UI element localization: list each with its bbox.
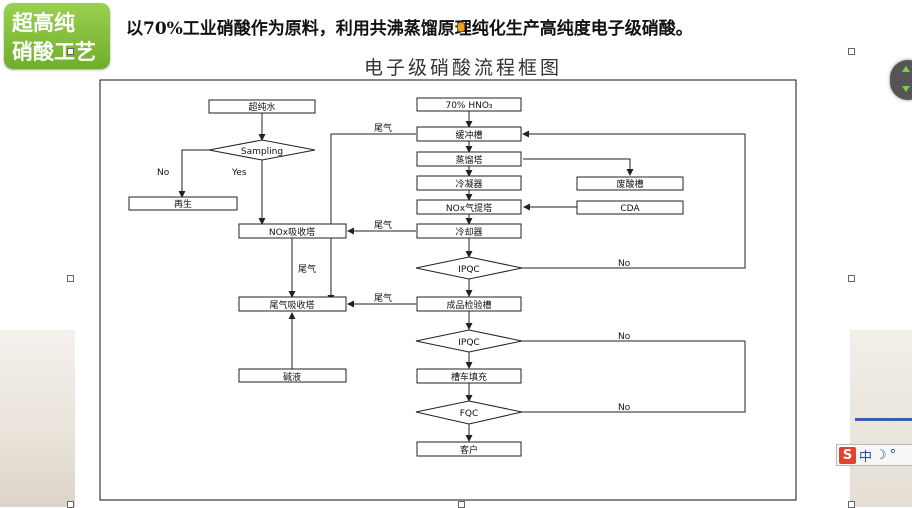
box-cooler (416, 223, 522, 239)
box-waste-tank (576, 176, 684, 191)
box-buffer (416, 126, 522, 142)
box-hno3 (416, 97, 522, 112)
box-alkali (238, 368, 347, 383)
edge-label-yes: Yes (231, 168, 247, 178)
label-cooler: 冷却器 (455, 226, 482, 238)
label-customer: 客户 (460, 444, 478, 456)
background-stripe (855, 418, 912, 421)
edge-label-tailgas-1: 尾气 (374, 122, 392, 134)
box-tail-abs (238, 296, 347, 312)
edge-sampling-no (178, 149, 210, 198)
moon-icon[interactable]: ☽ (875, 447, 887, 463)
label-sampling: Sampling (241, 147, 283, 157)
diagram-title: 电子级硝酸流程框图 (364, 57, 562, 79)
ime-lang-toggle[interactable]: 中 (859, 449, 873, 465)
label-waste-tank: 废酸槽 (616, 178, 643, 190)
diamond-sampling (208, 139, 316, 161)
edge-label-no-sampling: No (157, 168, 170, 178)
edge-distill-waste (523, 158, 634, 176)
diamond-ipqc2 (415, 329, 523, 353)
label-nox-abs: NOx吸收塔 (269, 226, 315, 238)
nav-down-icon[interactable] (902, 86, 910, 92)
badge-line-1: 超高纯 (12, 10, 75, 35)
edge-label-tailgas-4: 尾气 (374, 292, 392, 304)
punctuation-icon[interactable]: ° (889, 447, 897, 463)
background-left-photo (0, 330, 75, 507)
edge-label-tailgas-2: 尾气 (374, 219, 392, 231)
section-badge: 超高纯 硝酸工艺 (4, 3, 110, 69)
edge-label-no-3: No (618, 403, 631, 413)
box-condense (416, 175, 522, 191)
label-ipqc2: IPQC (458, 338, 479, 348)
label-stripper: NOx气提塔 (446, 202, 492, 214)
nav-up-icon[interactable] (902, 66, 910, 72)
box-nox-abs (238, 223, 347, 239)
label-filling: 槽车填充 (451, 371, 487, 383)
label-fqc: FQC (460, 409, 479, 419)
label-ipqc1: IPQC (458, 265, 479, 275)
diamond-fqc (415, 400, 523, 425)
slide-navigator[interactable] (890, 60, 912, 100)
rotate-handle[interactable] (457, 22, 465, 32)
diagram-frame (99, 79, 797, 501)
box-stripper (416, 199, 522, 215)
box-cda (576, 200, 684, 215)
badge-line-2: 硝酸工艺 (12, 39, 96, 64)
diamond-ipqc1 (415, 256, 523, 280)
edge-label-tailgas-3: 尾气 (298, 263, 316, 275)
edge-ipqc1-no (522, 130, 746, 269)
box-distill (416, 151, 522, 167)
sogou-logo-icon: S (839, 446, 856, 464)
resize-handle-ml[interactable] (67, 275, 74, 282)
label-condense: 冷凝器 (455, 178, 482, 190)
label-cda: CDA (620, 204, 640, 214)
label-product-tank: 成品检验槽 (446, 299, 491, 311)
label-alkali: 碱液 (283, 371, 301, 383)
edge-buffer-tailgas (327, 133, 416, 302)
box-filling (416, 368, 522, 384)
label-distill: 蒸馏塔 (455, 154, 482, 166)
box-product-tank (416, 296, 522, 312)
label-tail-abs: 尾气吸收塔 (269, 299, 314, 311)
edge-fqc-no (522, 341, 746, 413)
label-ultrapure: 超纯水 (248, 101, 275, 113)
slide-headline: 以70%工业硝酸作为原料，利用共沸蒸馏原理纯化生产高纯度电子级硝酸。 (126, 19, 693, 39)
label-hno3: 70% HNO₃ (445, 101, 492, 111)
box-customer (416, 441, 522, 457)
resize-handle-tl[interactable] (67, 48, 74, 55)
edge-label-no-2: No (618, 332, 631, 342)
resize-handle-tr[interactable] (848, 48, 855, 55)
label-regen: 再生 (174, 198, 192, 210)
box-ultrapure (208, 99, 316, 114)
box-regen (128, 196, 238, 211)
label-buffer: 缓冲槽 (455, 129, 482, 141)
ime-toolbar[interactable]: S 中 ☽ ° (836, 444, 912, 466)
edge-label-no-1: No (618, 259, 631, 269)
resize-handle-mr[interactable] (848, 275, 855, 282)
